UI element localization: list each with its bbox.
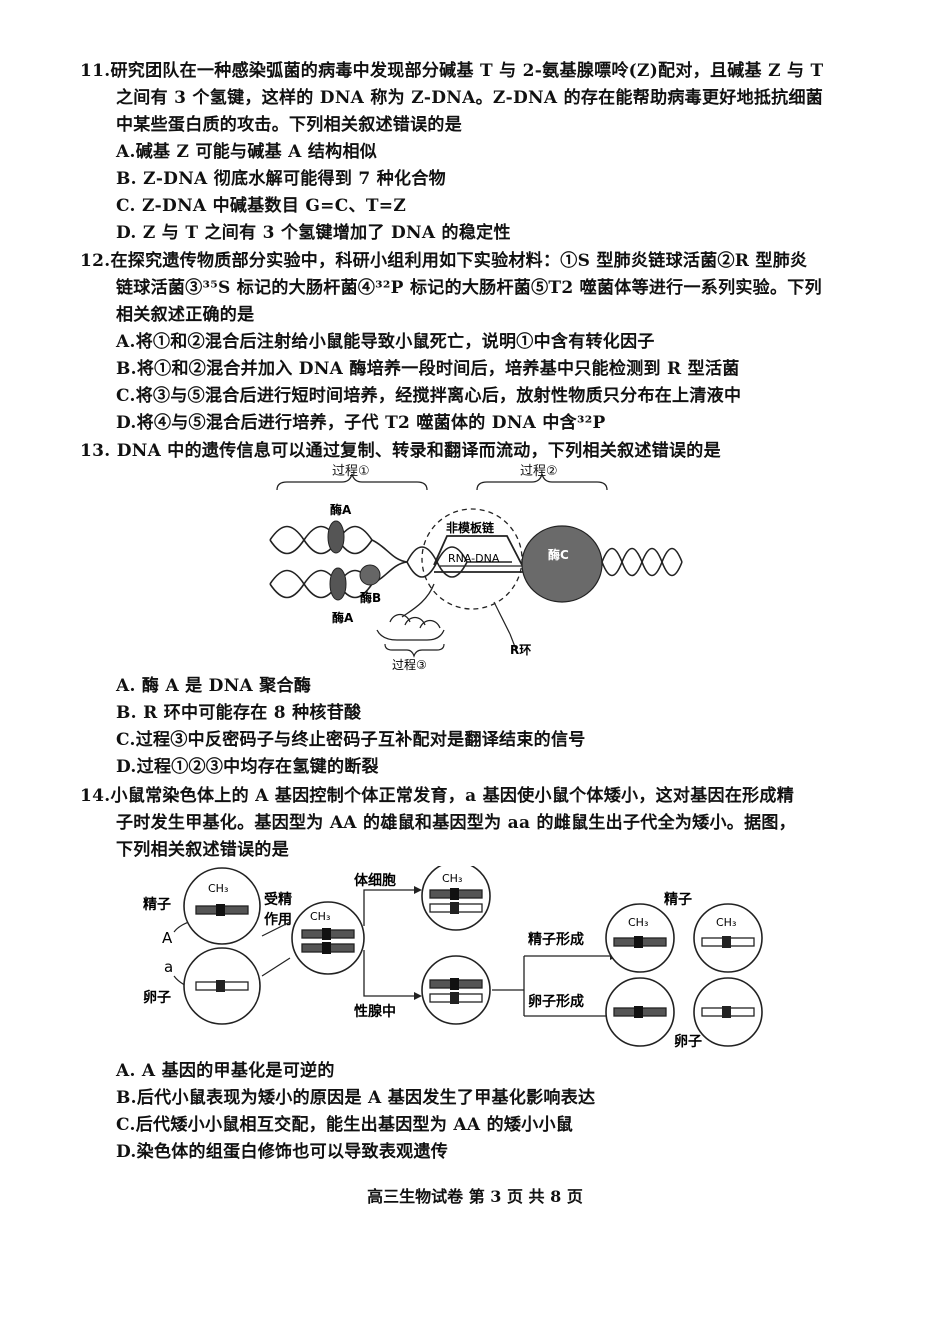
ch3-label: CH₃ bbox=[628, 916, 648, 929]
question-11-stem: 11.研究团队在一种感染弧菌的病毒中发现部分碱基 T 与 2-氨基腺嘌呤(Z)配… bbox=[80, 61, 824, 135]
enzyme-b bbox=[359, 564, 381, 586]
option-c: C.后代矮小小鼠相互交配，能生出基因型为 AA 的矮小小鼠 bbox=[116, 1115, 574, 1135]
label-allele-A: A bbox=[162, 929, 173, 947]
option-a: A.将①和②混合后注射给小鼠能导致小鼠死亡，说明①中含有转化因子 bbox=[116, 332, 655, 352]
diagram-svg: 过程① 过程② 酶A 酶A 酶B bbox=[269, 464, 683, 672]
label-rna-dna: RNA-DNA bbox=[448, 552, 500, 565]
label-process-1: 过程① bbox=[332, 464, 370, 479]
brace-process-1 bbox=[276, 473, 428, 491]
label-process-3: 过程③ bbox=[392, 657, 427, 672]
question-12-stem: 12.在探究遗传物质部分实验中，科研小组利用如下实验材料：①S 型肺炎链球活菌②… bbox=[80, 251, 822, 325]
ch3-label: CH₃ bbox=[442, 872, 462, 885]
label-sperm-right: 精子 bbox=[664, 891, 692, 908]
label-sperm-formation: 精子形成 bbox=[528, 931, 584, 948]
label-somatic: 体细胞 bbox=[354, 872, 396, 889]
option-b: B.将①和②混合并加入 DNA 酶培养一段时间后，培养基中只能检测到 R 型活菌 bbox=[116, 359, 740, 379]
label-process-2: 过程② bbox=[520, 464, 558, 479]
question-14: 14.小鼠常染色体上的 A 基因控制个体正常发育，a 基因使小鼠个体矮小，这对基… bbox=[80, 783, 880, 864]
label-fertilization-1: 受精 bbox=[264, 891, 292, 908]
label-enzyme-a-bottom: 酶A bbox=[332, 610, 354, 625]
label-sperm-left: 精子 bbox=[143, 896, 171, 913]
methylation-diagram: 精子 A a 卵子 CH₃ 受精 作用 CH₃ bbox=[140, 866, 790, 1056]
label-enzyme-c: 酶C bbox=[548, 547, 569, 562]
label-fertilization-2: 作用 bbox=[264, 911, 292, 928]
transcription-replication-diagram: 过程① 过程② 酶A 酶A 酶B bbox=[262, 462, 687, 672]
option-b: B. R 环中可能存在 8 种核苷酸 bbox=[116, 703, 362, 723]
label-egg-formation: 卵子形成 bbox=[528, 993, 584, 1010]
ch3-label: CH₃ bbox=[310, 910, 330, 923]
label-nontemplate: 非模板链 bbox=[446, 520, 495, 535]
option-d: D.将④与⑤混合后进行培养，子代 T2 噬菌体的 DNA 中含³²P bbox=[116, 413, 606, 433]
question-12: 12.在探究遗传物质部分实验中，科研小组利用如下实验材料：①S 型肺炎链球活菌②… bbox=[80, 248, 880, 437]
option-c: C. Z-DNA 中碱基数目 G=C、T=Z bbox=[116, 196, 407, 216]
enzyme-c bbox=[521, 525, 603, 603]
question-13-stem: 13. DNA 中的遗传信息可以通过复制、转录和翻译而流动，下列相关叙述错误的是 bbox=[80, 441, 721, 461]
enzyme-a-bottom bbox=[329, 567, 347, 601]
option-d: D.染色体的组蛋白修饰也可以导致表观遗传 bbox=[116, 1142, 449, 1162]
label-egg-left: 卵子 bbox=[143, 989, 171, 1006]
brace-process-2 bbox=[476, 473, 608, 491]
option-d: D.过程①②③中均存在氢键的断裂 bbox=[116, 757, 379, 777]
question-14-stem: 14.小鼠常染色体上的 A 基因控制个体正常发育，a 基因使小鼠个体矮小，这对基… bbox=[80, 786, 796, 860]
ch3-label: CH₃ bbox=[208, 882, 228, 895]
question-11: 11.研究团队在一种感染弧菌的病毒中发现部分碱基 T 与 2-氨基腺嘌呤(Z)配… bbox=[80, 58, 880, 247]
option-b: B.后代小鼠表现为矮小的原因是 A 基因发生了甲基化影响表达 bbox=[116, 1088, 596, 1108]
label-gonad: 性腺中 bbox=[354, 1003, 396, 1020]
option-b: B. Z-DNA 彻底水解可能得到 7 种化合物 bbox=[116, 169, 446, 189]
nontemplate-strand bbox=[433, 535, 523, 566]
option-a: A.碱基 Z 可能与碱基 A 结构相似 bbox=[116, 142, 378, 162]
option-c: C.过程③中反密码子与终止密码子互补配对是翻译结束的信号 bbox=[116, 730, 586, 750]
brace-process-3 bbox=[384, 643, 445, 658]
ch3-label: CH₃ bbox=[716, 916, 736, 929]
option-c: C.将③与⑤混合后进行短时间培养，经搅拌离心后，放射性物质只分布在上清液中 bbox=[116, 386, 742, 406]
label-enzyme-a-top: 酶A bbox=[330, 502, 352, 517]
question-13-options: A. 酶 A 是 DNA 聚合酶 B. R 环中可能存在 8 种核苷酸 C.过程… bbox=[80, 673, 880, 781]
label-enzyme-b: 酶B bbox=[360, 590, 381, 605]
question-13: 13. DNA 中的遗传信息可以通过复制、转录和翻译而流动，下列相关叙述错误的是 bbox=[80, 438, 880, 465]
option-d: D. Z 与 T 之间有 3 个氢键增加了 DNA 的稳定性 bbox=[116, 223, 511, 243]
label-allele-a: a bbox=[164, 958, 173, 976]
label-r-loop: R环 bbox=[510, 643, 531, 657]
label-egg-right: 卵子 bbox=[674, 1033, 702, 1050]
methylation-svg: 精子 A a 卵子 CH₃ 受精 作用 CH₃ bbox=[143, 866, 763, 1050]
question-14-options: A. A 基因的甲基化是可逆的 B.后代小鼠表现为矮小的原因是 A 基因发生了甲… bbox=[80, 1058, 880, 1166]
page-footer: 高三生物试卷 第 3 页 共 8 页 bbox=[367, 1187, 583, 1206]
enzyme-a-top bbox=[327, 520, 345, 554]
option-a: A. 酶 A 是 DNA 聚合酶 bbox=[116, 676, 312, 696]
option-a: A. A 基因的甲基化是可逆的 bbox=[116, 1061, 335, 1081]
